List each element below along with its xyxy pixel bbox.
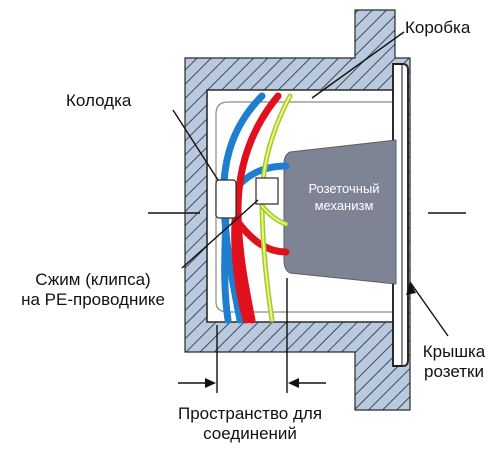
arrowhead <box>288 378 299 388</box>
box-label: Коробка <box>405 18 471 37</box>
mechanism-label-line2: механизм <box>314 198 374 213</box>
mechanism-label: Розеточный механизм <box>296 180 392 214</box>
terminal-block-leader <box>172 109 219 181</box>
space-label-line1: Пространство для <box>177 404 323 423</box>
space-label: Пространство для соединений <box>150 404 350 444</box>
mechanism-label-line1: Розеточный <box>308 181 380 196</box>
clip-label-line2: на PE-проводнике <box>21 290 165 309</box>
leader-lines <box>172 31 449 393</box>
arrowhead <box>406 282 416 295</box>
cover-bracket <box>394 63 403 367</box>
terminal-block-label: Колодка <box>66 91 132 110</box>
cover-label-line1: Крышка <box>422 342 486 361</box>
clip-label: Сжим (клипса) на PE-проводнике <box>4 270 182 310</box>
pe-wire-stripe <box>261 205 287 225</box>
pe-clip <box>255 177 279 205</box>
arrowhead <box>205 378 216 388</box>
cover-leader <box>409 281 449 337</box>
cover-label: Крышка розетки <box>412 342 496 382</box>
clip-leader <box>181 199 259 269</box>
clip-label-line1: Сжим (клипса) <box>35 270 151 289</box>
space-label-line2: соединений <box>203 424 297 443</box>
socket-mechanism <box>283 139 397 285</box>
box-leader <box>311 31 405 99</box>
socket-cover <box>392 63 409 367</box>
terminal-block <box>215 179 237 219</box>
cover-label-line2: розетки <box>424 362 484 381</box>
